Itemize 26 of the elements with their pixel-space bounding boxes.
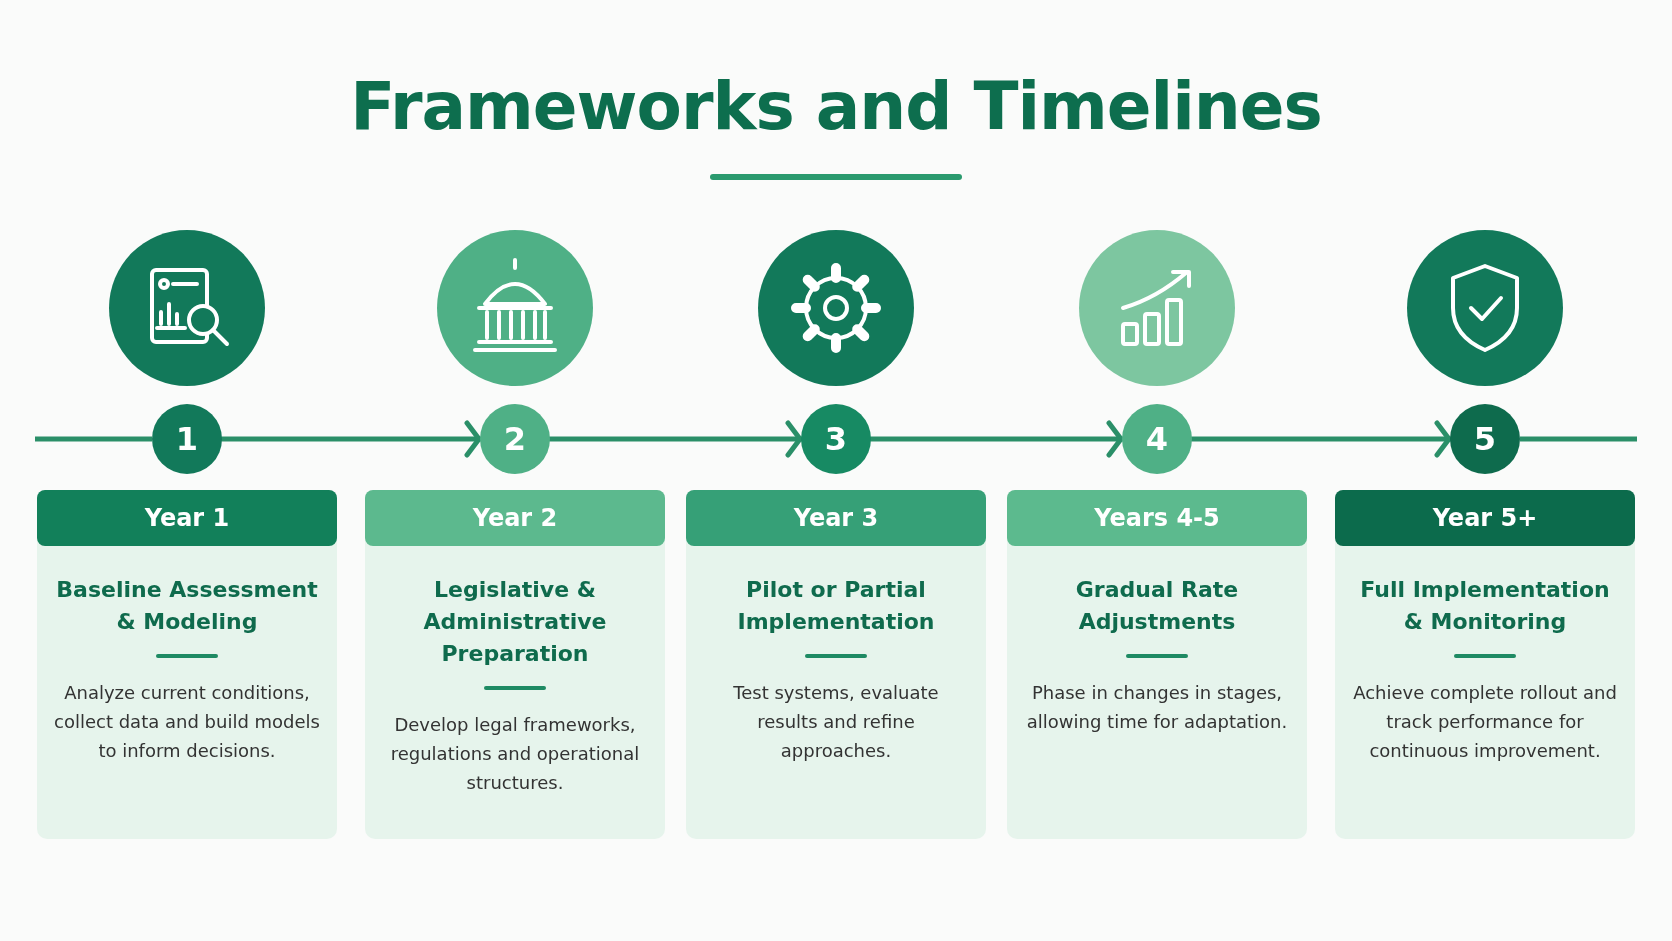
stage-description: Analyze current conditions, collect data and build models to inform decisions. [53,681,321,763]
stage-description: Develop legal frameworks, regulations and operational structures. [389,713,641,795]
stage-title: Baseline Assessment & Modeling [55,576,319,636]
stage-card [37,490,337,839]
stage-title: Pilot or Partial Implementation [736,576,936,636]
stage-description: Achieve complete rollout and track performance for continuous improvement. [1352,681,1618,763]
stage-title: Legislative & Administrative Preparation [422,576,608,668]
step-number-circle: 4 [1122,404,1192,474]
year-header: Year 5+ [1335,490,1635,546]
stage-description: Phase in changes in stages, allowing time for adaptation. [1025,681,1289,734]
stage-description: Test systems, evaluate results and refine approaches. [732,681,940,763]
step-number-circle: 1 [152,404,222,474]
diagram-title: Frameworks and Timelines [349,68,1323,145]
stage-card [1007,490,1307,839]
stage-card [1335,490,1635,839]
year-header: Year 1 [37,490,337,546]
stage-title: Full Implementation & Monitoring [1359,576,1611,636]
step-number-circle: 2 [480,404,550,474]
stage-card [686,490,986,839]
stage-card [365,490,665,839]
year-header: Year 3 [686,490,986,546]
step-number-circle: 5 [1450,404,1520,474]
year-header: Years 4-5 [1007,490,1307,546]
stage-title: Gradual Rate Adjustments [1074,576,1240,636]
year-header: Year 2 [365,490,665,546]
step-number-circle: 3 [801,404,871,474]
